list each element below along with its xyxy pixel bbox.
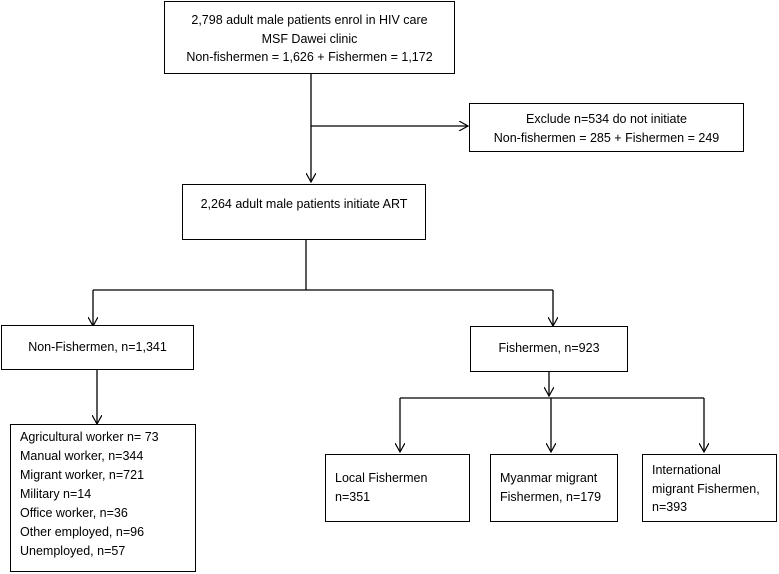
non-fishermen-title: Non-Fishermen, n=1,341 bbox=[28, 340, 167, 354]
exclude-line-2: Non-fishermen = 285 + Fishermen = 249 bbox=[493, 130, 720, 145]
initiate-box: 2,264 adult male patients initiate ART bbox=[182, 184, 426, 240]
exclude-box: Exclude n=534 do not initiate Non-fisher… bbox=[469, 103, 744, 152]
international-migrant-line-2: migrant Fishermen, bbox=[652, 481, 760, 496]
occupation-item: Manual worker, n=344 bbox=[20, 449, 144, 463]
local-fishermen-line-2: n=351 bbox=[335, 489, 371, 504]
occupation-item: Office worker, n=36 bbox=[20, 506, 128, 520]
local-fishermen-line-1: Local Fishermen bbox=[335, 471, 428, 485]
enrol-box: 2,798 adult male patients enrol in HIV c… bbox=[164, 1, 455, 74]
international-migrant-line-1: International bbox=[652, 463, 721, 477]
occupation-item: Migrant worker, n=721 bbox=[20, 468, 145, 482]
exclude-line-1: Exclude n=534 do not initiate bbox=[526, 112, 687, 126]
myanmar-migrant-line-2: Fishermen, n=179 bbox=[500, 489, 602, 504]
occupation-item: Other employed, n=96 bbox=[20, 525, 145, 539]
enrol-line-3: Non-fishermen = 1,626 + Fishermen = 1,17… bbox=[186, 50, 433, 64]
occupation-item: Agricultural worker n= 73 bbox=[20, 430, 159, 444]
international-migrant-line-3: n=393 bbox=[652, 500, 688, 514]
fishermen-box: Fishermen, n=923 bbox=[470, 326, 628, 372]
myanmar-migrant-box: Myanmar migrant Fishermen, n=179 bbox=[490, 454, 618, 522]
occupations-box: Agricultural worker n= 73 Manual worker,… bbox=[10, 424, 196, 572]
international-migrant-box: International migrant Fishermen, n=393 bbox=[642, 454, 777, 522]
myanmar-migrant-line-1: Myanmar migrant bbox=[500, 471, 598, 485]
enrol-line-2: MSF Dawei clinic bbox=[261, 31, 358, 46]
occupation-item: Unemployed, n=57 bbox=[20, 544, 126, 558]
fishermen-title: Fishermen, n=923 bbox=[498, 341, 600, 355]
enrol-line-1: 2,798 adult male patients enrol in HIV c… bbox=[191, 13, 428, 27]
initiate-text: 2,264 adult male patients initiate ART bbox=[200, 197, 408, 211]
occupation-item: Military n=14 bbox=[20, 487, 92, 501]
non-fishermen-box: Non-Fishermen, n=1,341 bbox=[1, 325, 194, 370]
local-fishermen-box: Local Fishermen n=351 bbox=[325, 454, 470, 522]
